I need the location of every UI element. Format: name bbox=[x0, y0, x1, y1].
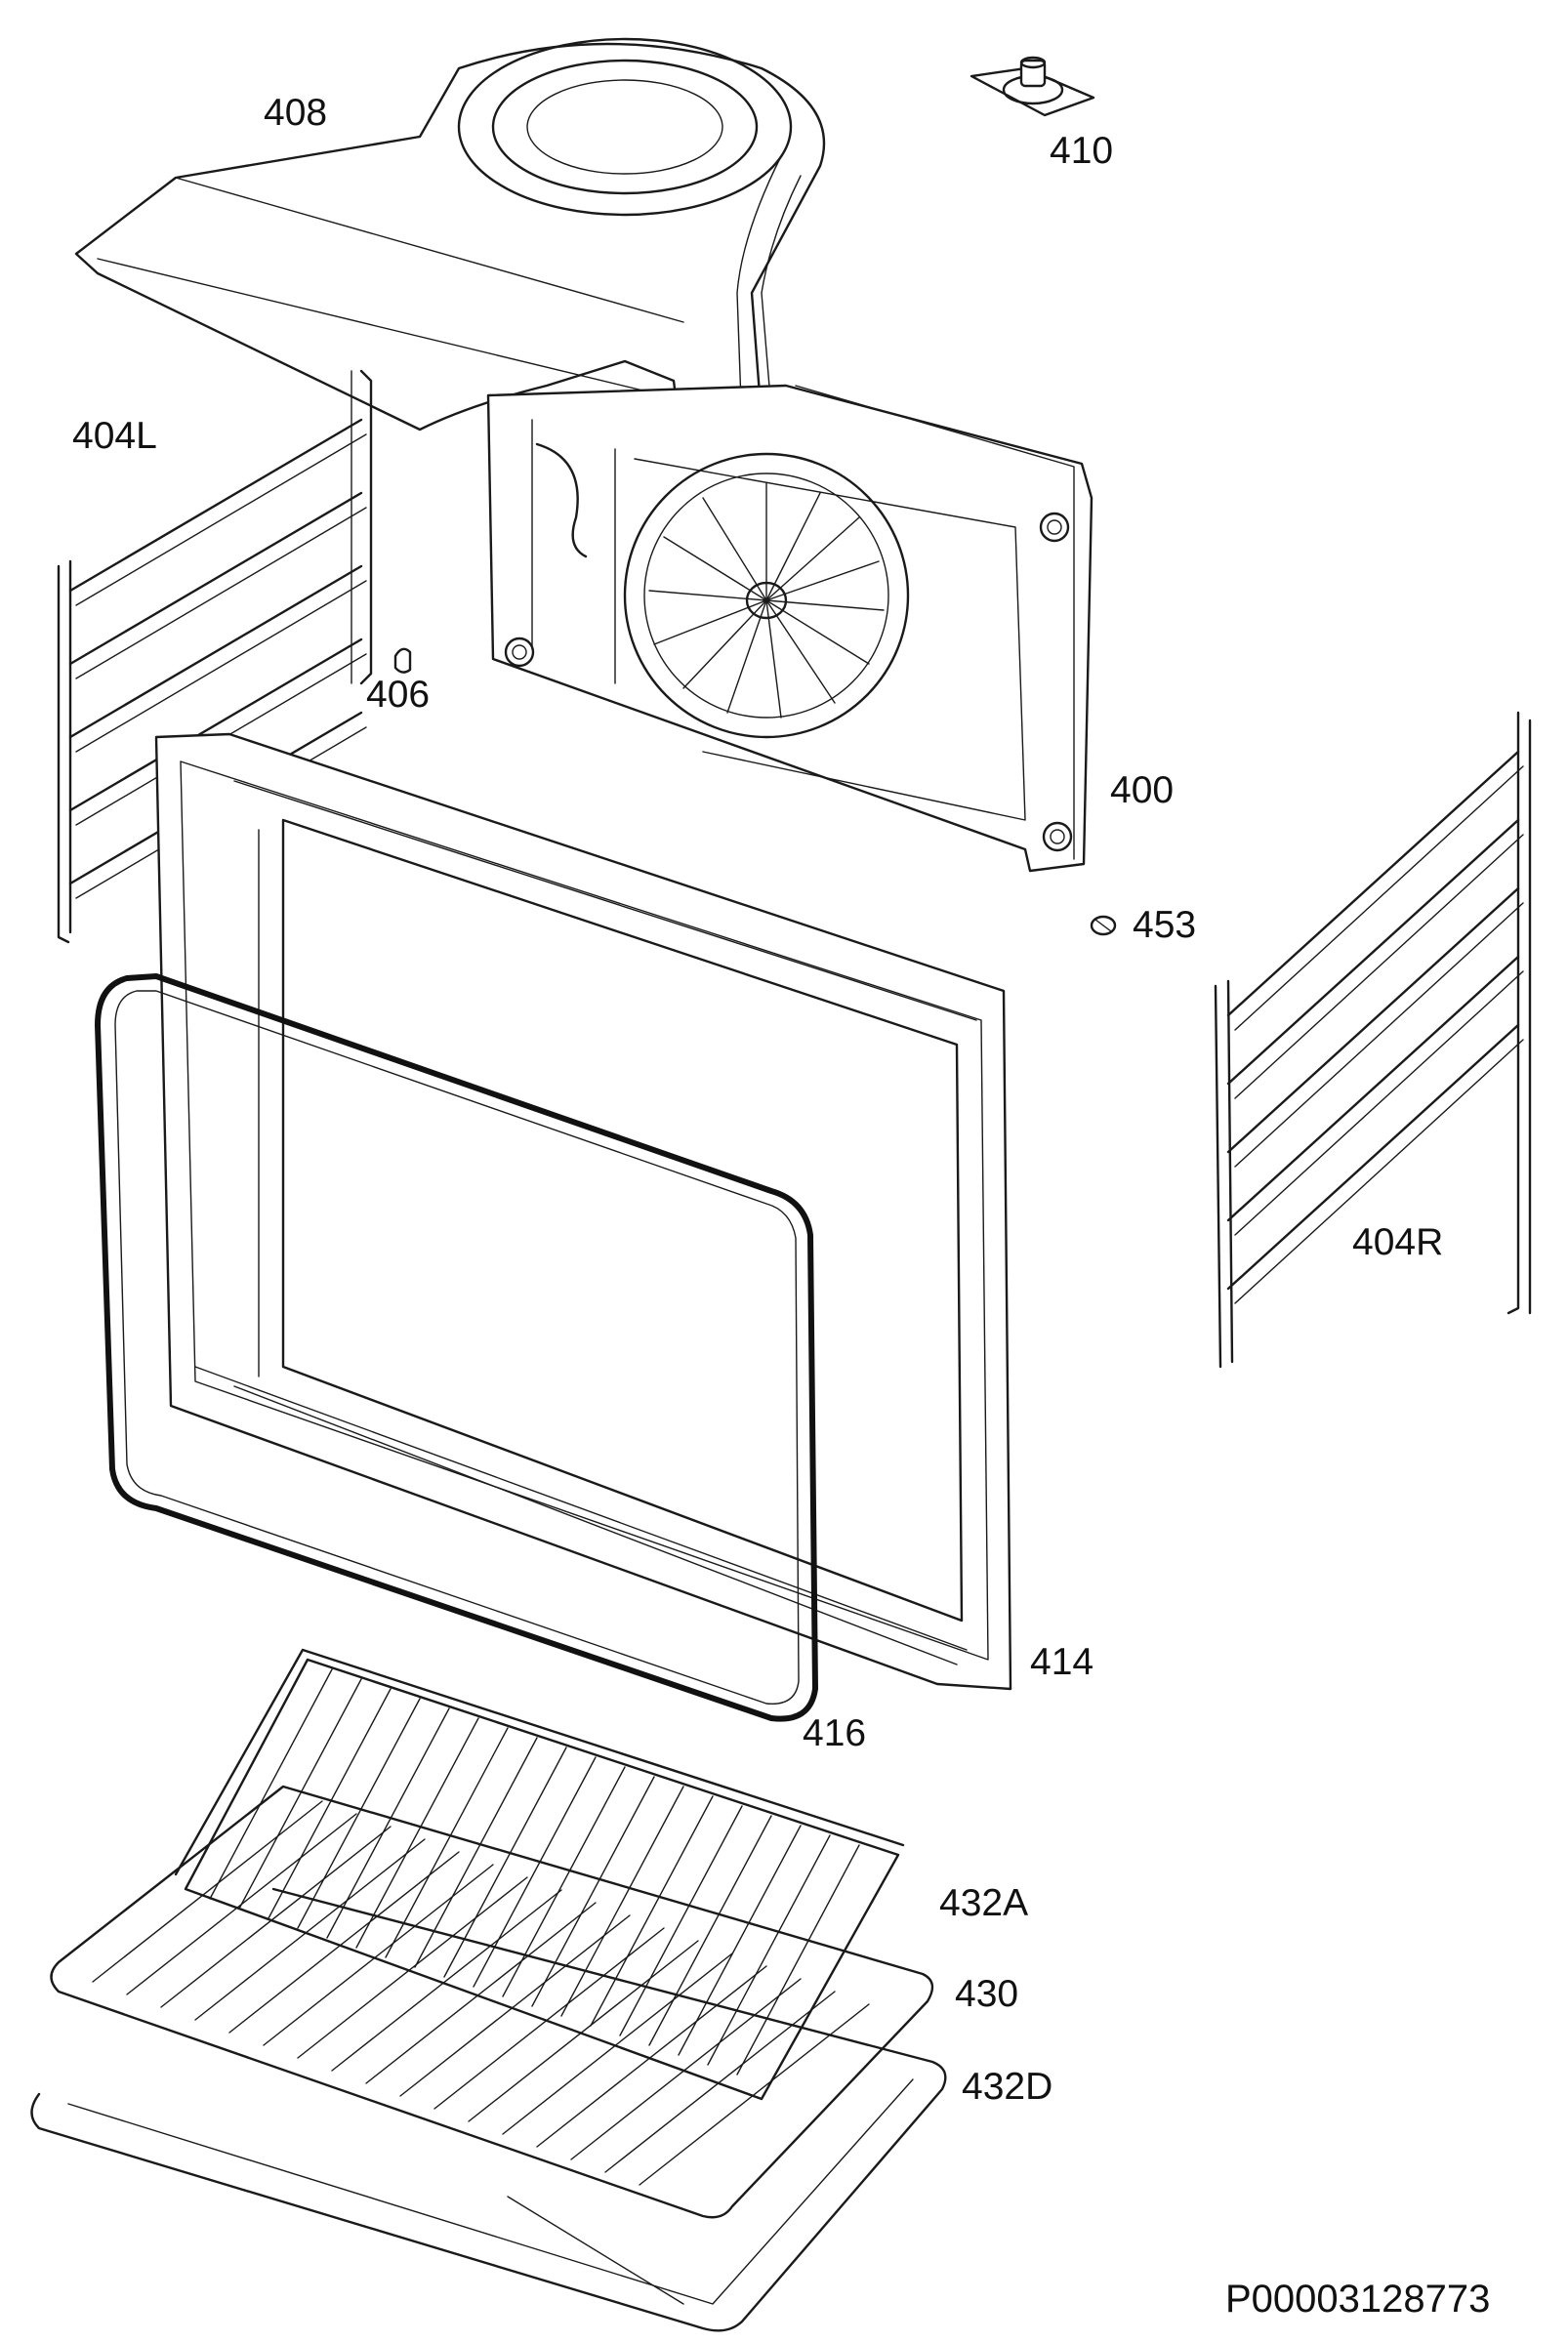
label-404l: 404L bbox=[72, 415, 157, 457]
label-453: 453 bbox=[1133, 904, 1197, 946]
part-406-clip bbox=[393, 647, 412, 674]
part-414-front-frame bbox=[154, 732, 1012, 1691]
part-432d-baking-tray bbox=[30, 1887, 947, 2332]
label-414: 414 bbox=[1030, 1641, 1094, 1683]
label-406: 406 bbox=[366, 674, 431, 716]
part-404l-left-shelf-support bbox=[57, 369, 373, 944]
part-404r-right-shelf-support bbox=[1214, 711, 1532, 1369]
document-number: P00003128773 bbox=[1225, 2278, 1491, 2321]
part-430-grill-rack bbox=[50, 1785, 934, 2219]
label-430: 430 bbox=[955, 1973, 1019, 2015]
label-416: 416 bbox=[803, 1712, 867, 1754]
part-453-screw bbox=[1090, 915, 1117, 936]
part-408-fan-shroud bbox=[74, 37, 826, 471]
part-416-door-gasket bbox=[95, 973, 818, 1722]
part-410-lamp-holder bbox=[970, 56, 1095, 117]
label-408: 408 bbox=[264, 92, 328, 134]
label-432d: 432D bbox=[962, 2066, 1053, 2108]
label-432a: 432A bbox=[939, 1882, 1029, 1924]
part-400-back-panel bbox=[486, 384, 1093, 873]
label-404r: 404R bbox=[1352, 1221, 1444, 1263]
label-400: 400 bbox=[1110, 769, 1175, 811]
label-410: 410 bbox=[1050, 130, 1114, 172]
